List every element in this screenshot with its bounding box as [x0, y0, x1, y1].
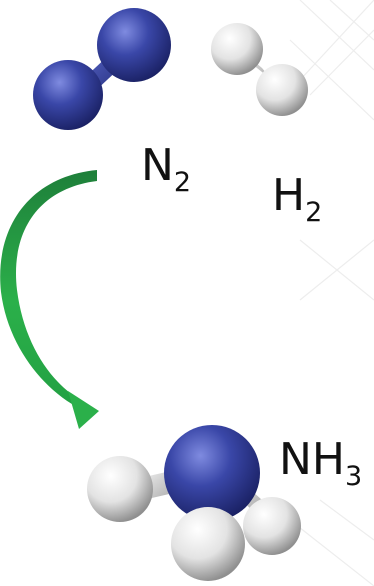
- nh3-subscript: 3: [345, 461, 363, 492]
- n2-symbol: N: [141, 140, 174, 191]
- hydrogen-atom: [87, 456, 153, 522]
- hydrogen-atom: [243, 497, 301, 555]
- nitrogen-atom: [164, 425, 260, 521]
- hydrogen-atom: [256, 64, 308, 116]
- h2-symbol: H: [272, 170, 306, 221]
- arrow-shaft: [0, 170, 98, 409]
- n2-formula: N2: [141, 144, 191, 197]
- nh3-formula: NH3: [279, 438, 362, 491]
- n2-subscript: 2: [173, 167, 192, 198]
- nh3-molecule: [87, 425, 301, 581]
- background-texture: [289, 0, 374, 586]
- h2-subscript: 2: [305, 197, 323, 228]
- h2-molecule: [211, 23, 308, 116]
- nh3-symbol: NH: [279, 434, 345, 485]
- arrow-head: [68, 391, 99, 429]
- hydrogen-atom: [211, 23, 263, 75]
- nitrogen-atom: [33, 60, 103, 130]
- reaction-arrow: [0, 170, 99, 429]
- nitrogen-atom: [97, 8, 171, 82]
- n2-molecule: [33, 8, 171, 130]
- hydrogen-atom: [171, 507, 245, 581]
- h2-formula: H2: [272, 174, 322, 227]
